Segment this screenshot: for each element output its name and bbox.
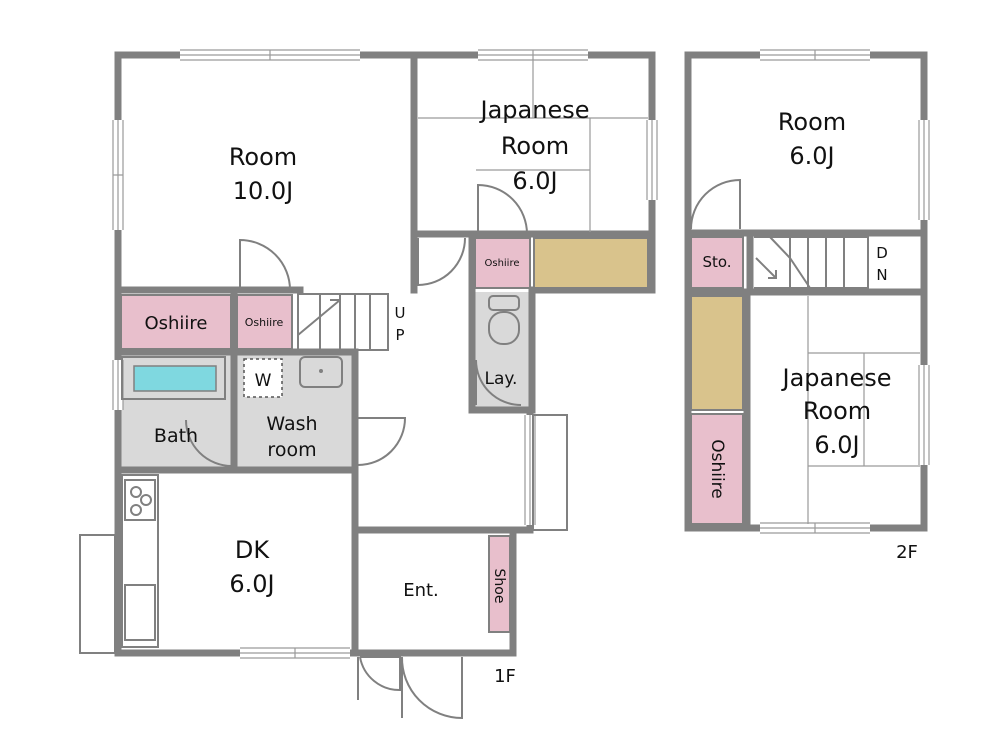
door-room-main: [239, 238, 291, 291]
exterior-unit-left: [79, 534, 116, 654]
japanese-room-2f-size: 6.0J: [814, 431, 859, 459]
tatami-lines-1f: [418, 59, 648, 232]
wall-1f-left: [114, 51, 517, 657]
storage-2f: [690, 236, 744, 289]
kitchen-counter: [121, 474, 159, 648]
room-2f-size: 6.0J: [789, 142, 834, 170]
door-room-japanese-side: [417, 237, 466, 287]
stairs-up-label-2: P: [395, 326, 404, 344]
doors-1f: [185, 183, 528, 720]
wash-sink: [299, 356, 343, 388]
oshiire-japanese-label: Oshiire: [484, 258, 519, 269]
wall-toilet: [468, 230, 534, 414]
closet-japanese: [533, 237, 649, 289]
shoe-cabinet: [488, 535, 511, 633]
oshiire-large: [120, 294, 232, 350]
wall-bath-top: [114, 348, 359, 474]
storage-2f-label: Sto.: [702, 253, 731, 271]
stairs-up-label-1: U: [395, 304, 406, 322]
shoe-label: Shoe: [491, 569, 507, 604]
washer-box: [243, 358, 283, 398]
stairs-down-label-1: D: [876, 244, 888, 262]
tatami-lines-2f: [807, 296, 920, 524]
door-2f-room: [690, 178, 741, 230]
sink-drain-icon: [319, 369, 323, 373]
floor-1-label: 1F: [494, 666, 516, 687]
room-main-size: 10.0J: [233, 177, 294, 205]
floor-2-label: 2F: [896, 542, 918, 563]
closet-2f: [690, 295, 744, 411]
oshiire-japanese: [474, 237, 531, 289]
bathtub-frame: [121, 356, 226, 400]
dk-name: DK: [235, 536, 270, 564]
oshiire-2f-label: Oshiire: [707, 439, 727, 499]
japanese-room-name-line2: Room: [501, 132, 569, 160]
door-toilet: [475, 359, 522, 406]
stairs-down-label-2: N: [876, 266, 887, 284]
bath-label: Bath: [154, 425, 198, 447]
room-2f-name: Room: [778, 108, 846, 136]
wash-room-label-line1: Wash: [266, 413, 317, 435]
stove-icon: [124, 479, 156, 521]
oshiire-small: [236, 294, 293, 350]
oshiire-large-label: Oshiire: [144, 313, 207, 334]
door-entrance-right: [400, 656, 463, 720]
japanese-room-name-line1: Japanese: [479, 96, 590, 124]
oshiire-small-label: Oshiire: [245, 316, 284, 329]
japanese-room-2f-name-line2: Room: [803, 397, 871, 425]
bathtub: [133, 365, 217, 392]
windows-1f: [112, 49, 658, 659]
door-entrance-frame: [357, 657, 403, 718]
room-main-name: Room: [229, 143, 297, 171]
washer-label: W: [255, 371, 272, 391]
lavatory-label: Lay.: [485, 369, 518, 389]
door-wash: [357, 417, 407, 466]
stairs-up: [297, 293, 389, 351]
kitchen-sink-icon: [124, 584, 156, 641]
stairs-down: [754, 236, 869, 289]
oshiire-2f: [690, 413, 744, 525]
exterior-unit-right: [532, 414, 568, 531]
floor-2: Room 6.0J Japanese Room 6.0J Sto. Oshiir…: [684, 49, 930, 563]
dk-size: 6.0J: [229, 570, 274, 598]
windows-2f: [760, 49, 930, 534]
door-japanese-room: [477, 183, 528, 235]
door-bath: [185, 419, 233, 468]
floor-1: Room 10.0J Japanese Room 6.0J DK 6.0J Ba…: [79, 49, 658, 720]
wash-room-label-line2: room: [267, 439, 316, 461]
japanese-room-2f-name-line1: Japanese: [781, 364, 892, 392]
toilet-icon: [488, 295, 520, 345]
entrance-label: Ent.: [403, 580, 439, 601]
door-entrance-left: [359, 656, 401, 692]
japanese-room-size: 6.0J: [512, 167, 557, 195]
